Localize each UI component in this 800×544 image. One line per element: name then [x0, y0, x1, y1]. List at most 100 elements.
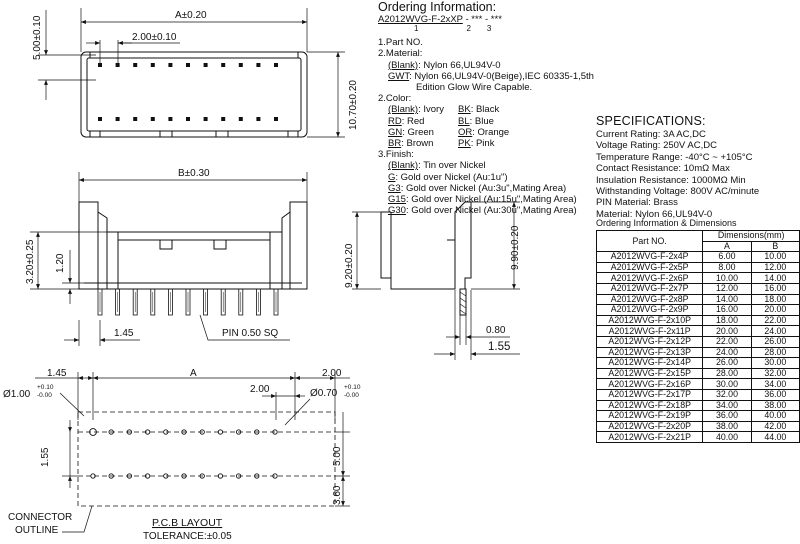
dim-990: 9.90±0.20 [510, 225, 521, 270]
table-cell-part: A2012WVG-F-2x5P [595, 261, 704, 274]
top-pin [274, 117, 278, 121]
pcb-hole-array [89, 428, 278, 479]
color-br-value: : Brown [401, 138, 434, 150]
spec-line: PIN Material: Brass [596, 197, 678, 209]
top-pin [186, 63, 190, 67]
color-pk-value: : Pink [470, 138, 495, 150]
color-bl-value: : Blue [469, 115, 494, 127]
top-pin [256, 63, 261, 67]
table-cell-part: A2012WVG-F-2x8P [595, 293, 704, 306]
table-cell-a: 6.00 [702, 251, 752, 263]
table-cell-a: 30.00 [702, 378, 752, 390]
material-gwt-value: : Nylon 66,UL94V-0(Beige),IEC 60335-1,5t… [409, 70, 594, 82]
pcb-hole [272, 429, 278, 435]
color-bk-value: : Black [470, 104, 500, 116]
table-cell-a: 16.00 [702, 304, 752, 316]
table-cell-a: 36.00 [702, 410, 752, 422]
top-pin [221, 63, 226, 67]
top-pin [238, 117, 243, 121]
pcb-hole [217, 473, 224, 479]
pcb-hole [199, 473, 205, 479]
dim-pcb-155: 1.55 [40, 447, 51, 467]
side-pin [185, 288, 191, 316]
header-a: A [702, 240, 752, 253]
table-cell-b: 20.00 [750, 304, 800, 316]
top-pin [115, 63, 120, 67]
top-pin [186, 117, 190, 121]
finish-g30-value: : Gold over Nickel (Au:30u",Mating Area) [405, 205, 577, 217]
table-cell-a: 12.00 [702, 282, 752, 295]
side-pin-array [97, 288, 279, 316]
top-pin [150, 117, 155, 121]
table-cell-a: 8.00 [702, 261, 752, 274]
finish-g-key: G [388, 171, 396, 183]
dim-pcb-145: 1.45 [47, 368, 67, 379]
ordering-title: Ordering Information: [378, 0, 497, 14]
pcb-hole [89, 428, 97, 436]
ordering-code: A2012WVG-F-2xXP [378, 14, 463, 25]
dim-hole-small-minus: -0.00 [344, 392, 359, 399]
finish-blank-value: : Tin over Nickel [418, 160, 486, 172]
side-pin [203, 288, 209, 316]
table-cell-part: A2012WVG-F-2x16P [595, 378, 704, 390]
color-gn-value: : Green [402, 126, 434, 138]
dim-a-top: A±0.20 [175, 10, 207, 21]
top-pin [238, 63, 243, 67]
table-cell-part: A2012WVG-F-2x15P [595, 367, 704, 380]
spec-line: Material: Nylon 66,UL94V-0 [596, 208, 713, 220]
dim-pcb-360: 3.60 [332, 485, 343, 505]
ordering-part-no: 1.Part NO. [378, 37, 423, 49]
spec-line: Current Rating: 3A AC,DC [596, 129, 706, 140]
table-cell-b: 22.00 [750, 314, 800, 327]
spec-line: Voltage Rating: 250V AC,DC [596, 140, 717, 152]
top-pin [98, 63, 102, 67]
table-cell-part: A2012WVG-F-2x6P [595, 272, 704, 284]
ordering-index-3: 3 [486, 24, 492, 34]
top-pin [168, 117, 173, 121]
color-blank-value: : Ivory [418, 104, 444, 116]
dim-hole-big-plus: +0.10 [37, 384, 54, 391]
dimensions-table: Part NO. Dimensions(mm) A B A2012WVG-F-2… [595, 229, 800, 443]
dim-145: 1.45 [114, 328, 134, 339]
pcb-hole [254, 473, 260, 479]
table-cell-a: 10.00 [702, 272, 752, 284]
header-b: B [750, 240, 800, 253]
table-cell-part: A2012WVG-F-2x7P [595, 282, 704, 295]
color-rd-value: : Red [401, 115, 425, 127]
table-cell-a: 40.00 [702, 431, 752, 443]
pcb-hole [108, 429, 114, 435]
table-cell-b: 34.00 [750, 378, 800, 390]
table-cell-a: 38.00 [702, 420, 752, 433]
table-cell-part: A2012WVG-F-2x11P [595, 325, 704, 337]
color-gn-key: GN [388, 126, 403, 138]
dim-080: 0.80 [486, 325, 506, 336]
pcb-hole [272, 473, 278, 479]
ordering-information: Ordering Information: A2012WVG-F-2xXP - … [378, 0, 594, 216]
pcb-hole [126, 429, 133, 435]
pcb-hole [181, 473, 187, 479]
pcb-hole [254, 429, 260, 435]
table-cell-a: 26.00 [702, 357, 752, 369]
table-cell-b: 16.00 [750, 282, 800, 295]
table-cell-b: 40.00 [750, 410, 800, 422]
table-cell-part: A2012WVG-F-2x20P [595, 420, 704, 433]
end-view: 9.20±0.20 9.90±0.20 0.80 1.55 [344, 201, 521, 360]
side-pin [255, 288, 261, 316]
color-bk-key: BK [458, 104, 471, 116]
dim-pin-sq: PIN 0.50 SQ [222, 328, 278, 339]
dim-pcb-200a: 2.00 [322, 368, 342, 379]
table-cell-b: 32.00 [750, 367, 800, 380]
dim-pcb-200b: 2.00 [250, 384, 270, 395]
table-cell-b: 42.00 [750, 420, 800, 433]
connector-outline-dashed [77, 411, 336, 507]
table-cell-b: 28.00 [750, 346, 800, 359]
dim-120: 1.20 [55, 253, 66, 273]
